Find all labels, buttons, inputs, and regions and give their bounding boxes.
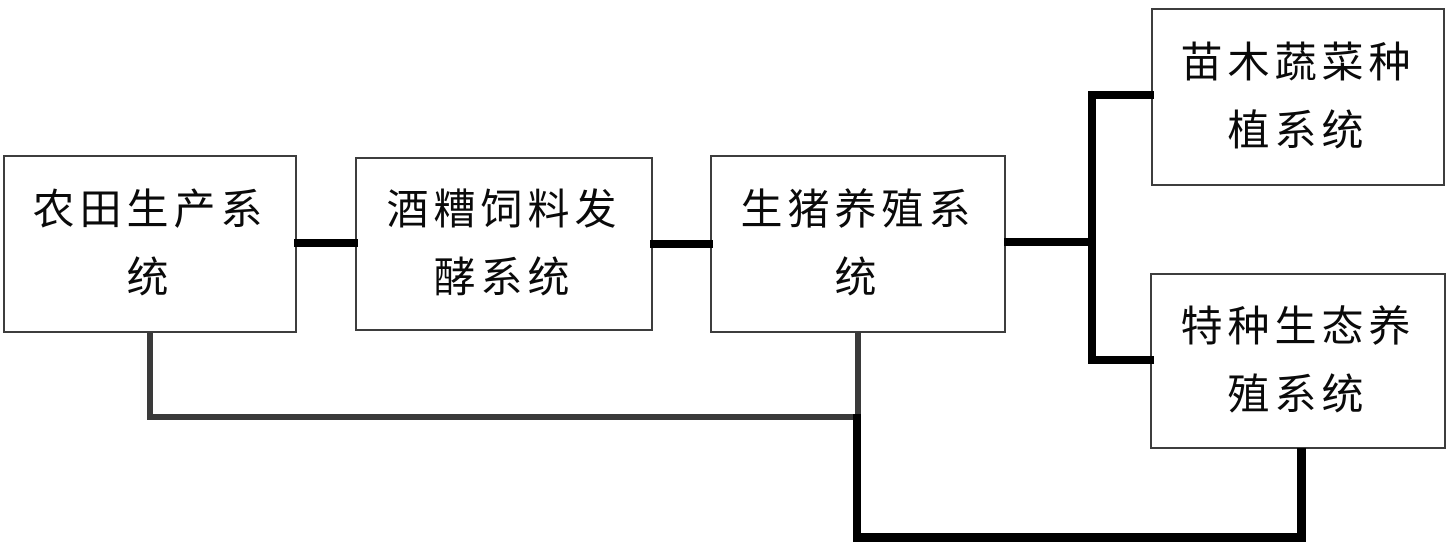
node-label-special-ecological-breeding-system: 特种生态养 殖系统 [1180, 302, 1416, 419]
connector-branch-to-seedling [1094, 91, 1154, 99]
node-label-seedling-vegetable-planting-system: 苗木蔬菜种 植系统 [1180, 38, 1416, 155]
node-label-farmland-production-system: 农田生产系 统 [32, 185, 268, 302]
connector-bottom-route-vertical-left [853, 414, 861, 539]
node-special-ecological-breeding-system: 特种生态养 殖系统 [1150, 273, 1446, 449]
node-distillers-grain-feed-fermentation-system: 酒糟饲料发 酵系统 [355, 157, 653, 331]
connector-branch-to-special [1094, 356, 1154, 364]
node-label-distillers-grain-feed-fermentation-system: 酒糟饲料发 酵系统 [386, 185, 622, 302]
node-farmland-production-system: 农田生产系 统 [3, 155, 297, 333]
connector-pig-bottom-drop [855, 332, 861, 418]
connector-farmland-to-fermentation [294, 239, 358, 247]
node-pig-breeding-system: 生猪养殖系 统 [710, 155, 1006, 333]
connector-bottom-route-horizontal [853, 533, 1306, 542]
connector-farmland-bottom-drop [147, 333, 153, 419]
connector-feedback-horizontal [147, 414, 859, 420]
connector-branch-trunk-vertical [1088, 91, 1096, 364]
node-seedling-vegetable-planting-system: 苗木蔬菜种 植系统 [1151, 8, 1445, 186]
connector-bottom-route-to-special [1297, 448, 1306, 542]
connector-pig-to-branch-trunk [1004, 238, 1094, 246]
node-label-pig-breeding-system: 生猪养殖系 统 [740, 185, 976, 302]
connector-fermentation-to-pig [650, 240, 713, 248]
